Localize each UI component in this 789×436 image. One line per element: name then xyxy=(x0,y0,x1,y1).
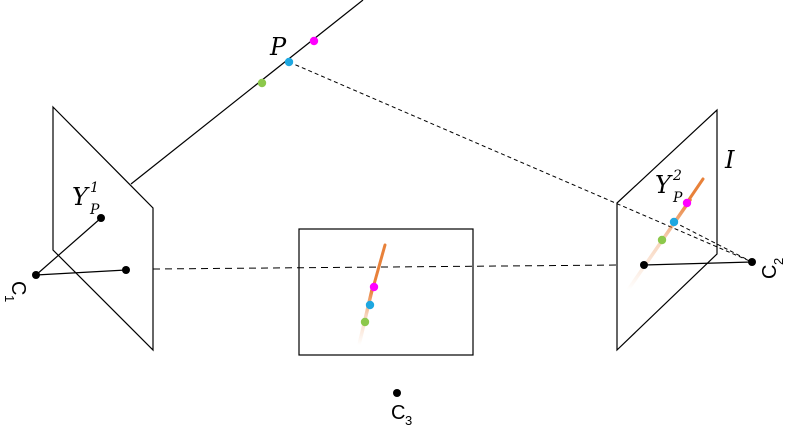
label-y-p-1-sub: P xyxy=(89,202,100,218)
ray-c1-through-p xyxy=(130,0,364,185)
svg-text:C: C xyxy=(7,281,29,295)
projection-y1 xyxy=(97,214,105,222)
point-p-cyan xyxy=(284,57,294,67)
plane2-point-cyan xyxy=(669,217,679,227)
camera-center-2 xyxy=(748,258,756,266)
label-y-p-2-sup: 2 xyxy=(672,168,682,184)
label-p: P xyxy=(269,33,287,61)
label-c1: C 1 xyxy=(2,281,29,302)
camera-center-1 xyxy=(32,271,40,279)
label-image-i: I xyxy=(724,146,735,174)
plane3-point-green xyxy=(360,317,370,327)
epipole-2 xyxy=(640,261,648,269)
epipole2-to-c2-line xyxy=(643,261,753,266)
plane3-point-cyan xyxy=(365,300,375,310)
ray-point-magenta xyxy=(309,36,319,46)
label-c3-sub: 3 xyxy=(405,413,412,428)
label-y-p-1-base: Y xyxy=(72,183,90,211)
epipolar-line-3-fade xyxy=(357,288,374,347)
epipole-1 xyxy=(122,266,130,274)
label-y-p-2-sub: P xyxy=(672,190,683,206)
ray-p-to-c2 xyxy=(288,61,753,263)
image-plane-3 xyxy=(298,228,474,356)
image-plane-1 xyxy=(52,105,154,352)
label-y-p-1-sup: 1 xyxy=(90,180,99,196)
svg-text:1: 1 xyxy=(2,295,17,302)
baseline-c1-c2 xyxy=(152,264,620,270)
svg-text:C: C xyxy=(759,265,781,279)
epipolar-line-3 xyxy=(371,243,387,290)
c1-to-y1-line xyxy=(35,217,102,276)
ray-point-green xyxy=(257,78,267,88)
svg-text:2: 2 xyxy=(771,258,786,265)
camera-center-3 xyxy=(393,389,401,397)
c1-to-epipole1-line xyxy=(35,269,127,276)
plane3-point-magenta xyxy=(369,282,379,292)
epipolar-line-2-fade xyxy=(626,198,692,292)
label-y-p-2-base: Y xyxy=(655,171,673,199)
y2-to-c2-dashed xyxy=(673,221,753,263)
label-c2: C 2 xyxy=(759,258,786,279)
label-c3-base: C xyxy=(391,402,405,424)
image-plane-2 xyxy=(616,108,718,352)
plane2-point-magenta xyxy=(682,198,692,208)
plane2-point-green xyxy=(657,235,667,245)
